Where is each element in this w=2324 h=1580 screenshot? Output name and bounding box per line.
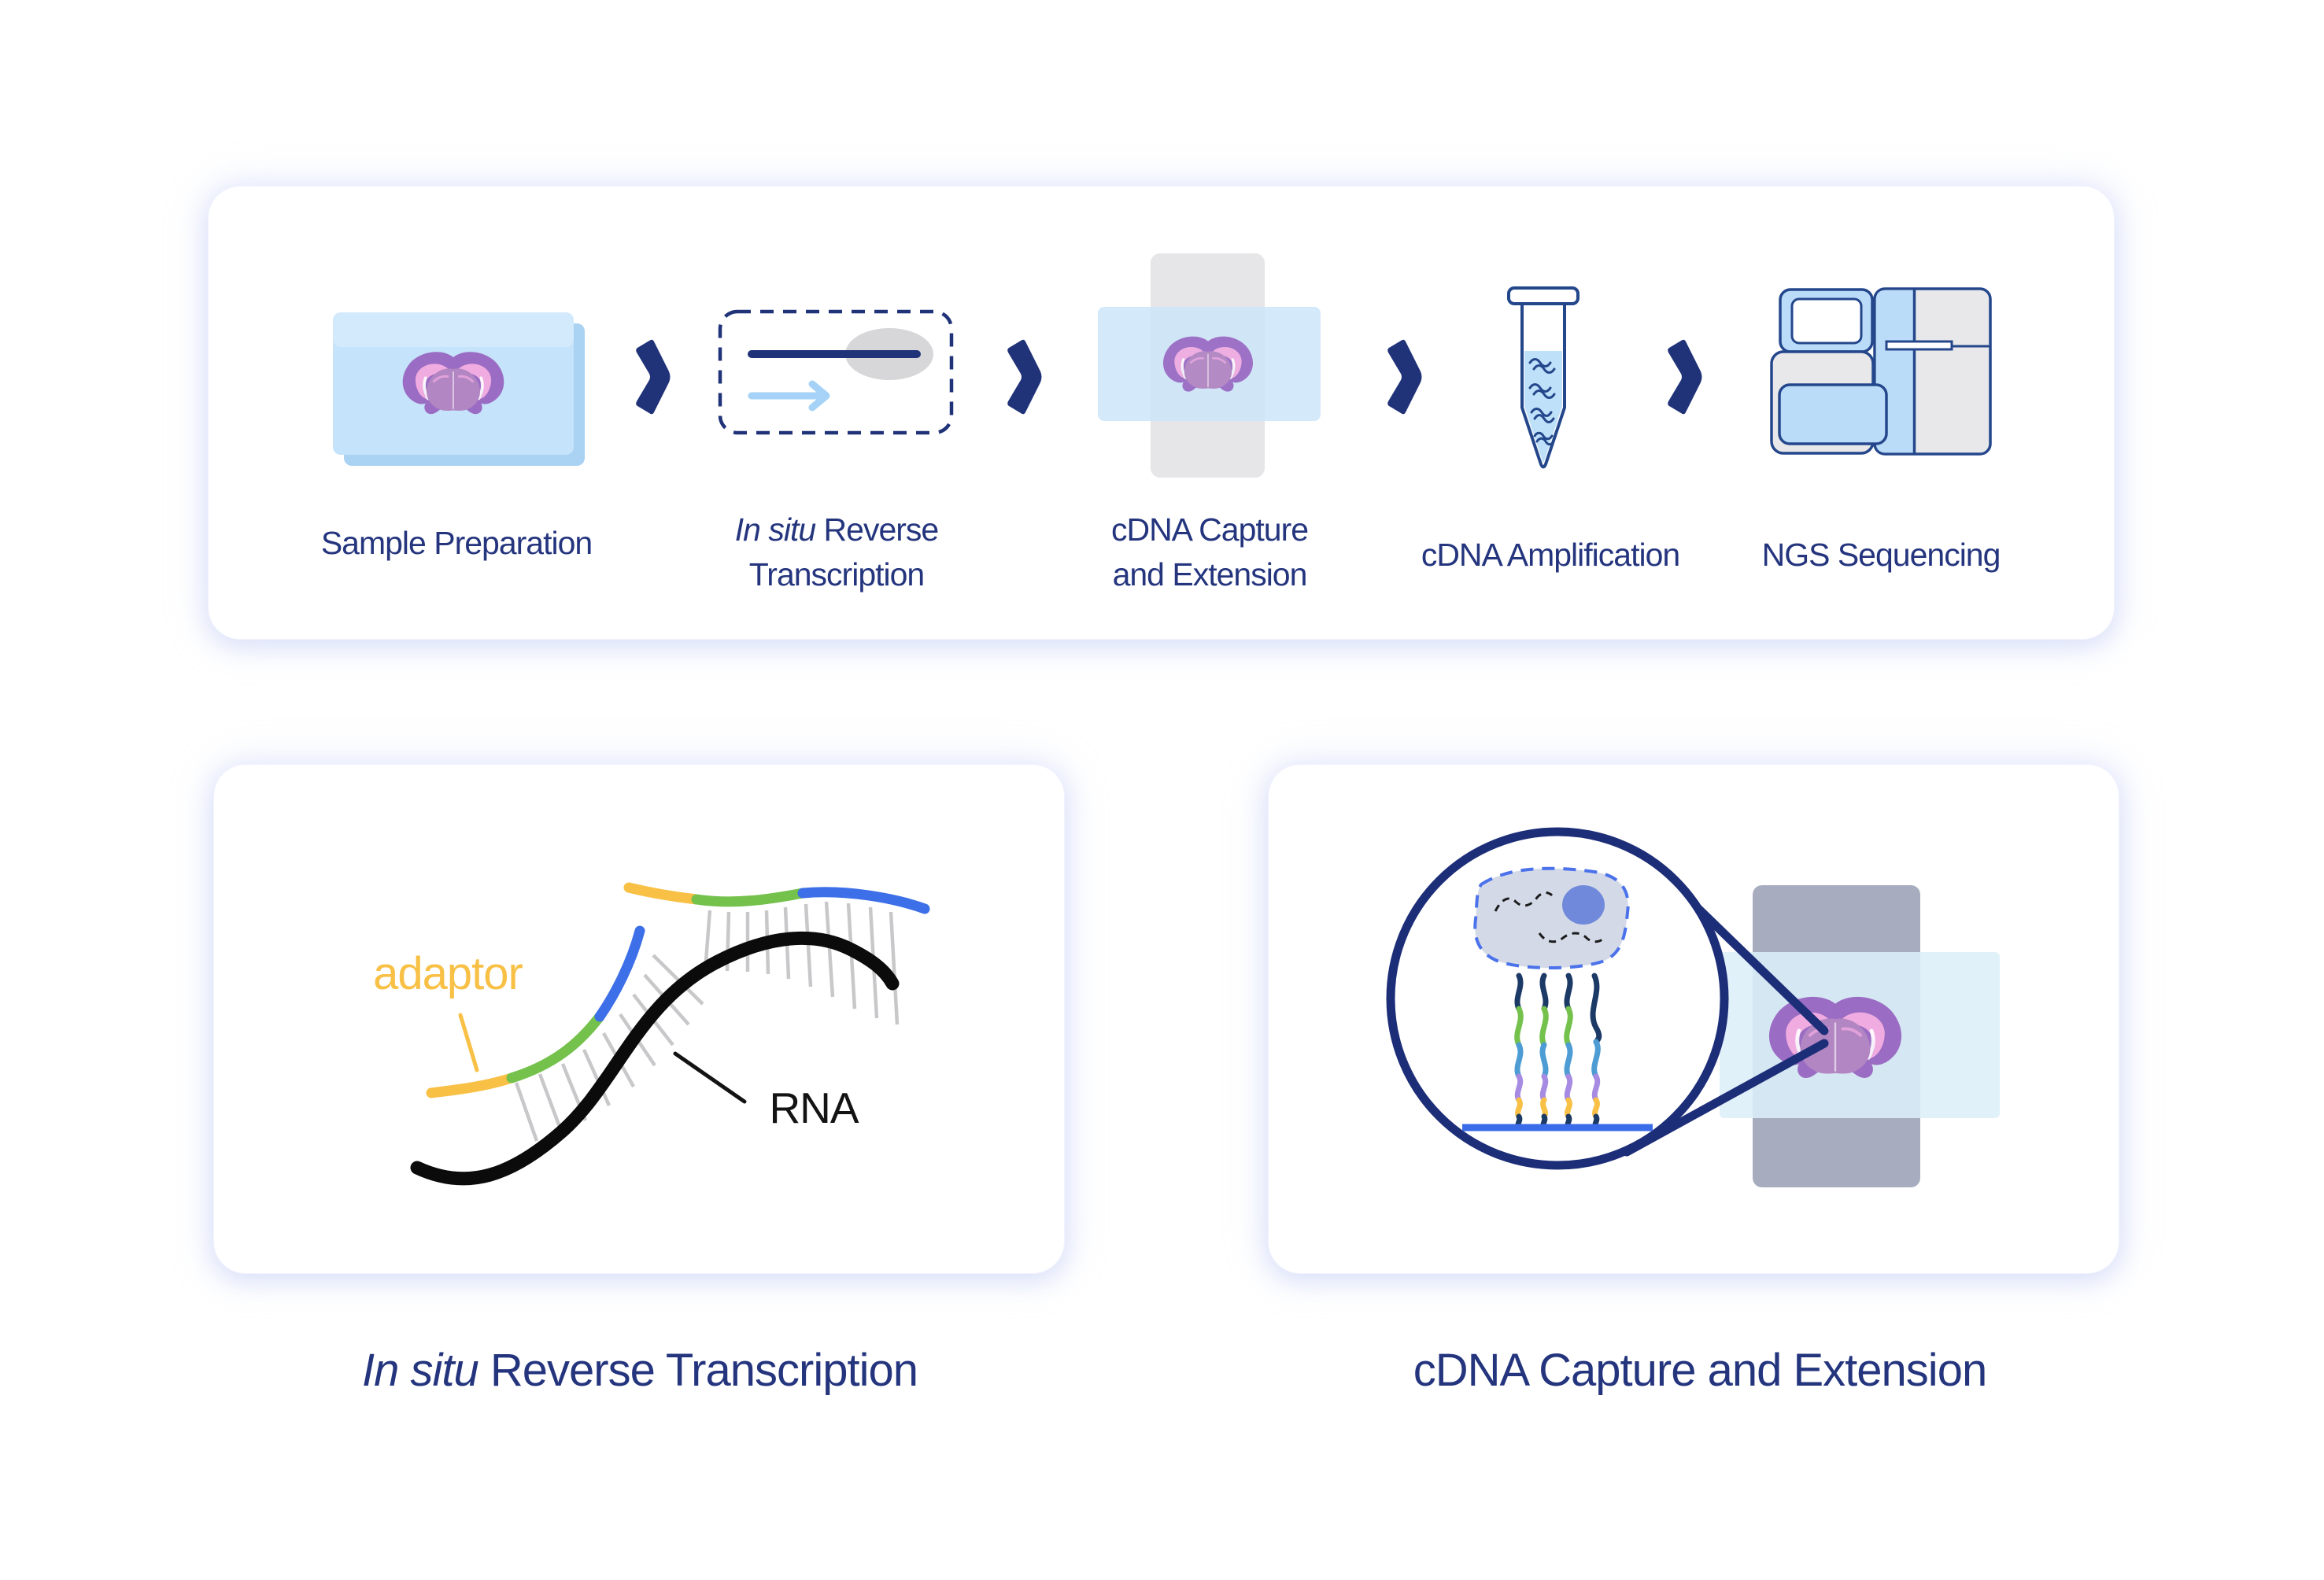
- rt-primer-strand: [623, 882, 930, 914]
- chevron-right-icon: [636, 339, 671, 415]
- step-label-cdna-amplification: cDNA Amplification: [1421, 537, 1680, 573]
- tissue-slide-icon: [333, 312, 585, 466]
- rna-strand: [410, 931, 900, 1186]
- chevron-right-icon: [1007, 339, 1042, 415]
- sequencer-icon: [1770, 287, 1992, 456]
- rna-pointer-line: [673, 1051, 747, 1104]
- rna-squiggle-icon: [1494, 892, 1603, 943]
- extension-arrow-icon: [748, 380, 830, 412]
- tube-icon: [1507, 286, 1580, 469]
- screen-icon: [1790, 297, 1863, 345]
- capture-diagram: [1386, 827, 2000, 1187]
- flow-cell-slot-icon: [1885, 340, 1953, 351]
- capture-panel-title: cDNA Capture and Extension: [1413, 1345, 1987, 1396]
- workflow-panel: Sample Preparation In situ Reverse Trans…: [209, 186, 2114, 639]
- rt-panel-title: In situ Reverse Transcription: [362, 1345, 918, 1396]
- rna-label: RNA: [769, 1083, 859, 1132]
- chevron-right-icon: [1387, 339, 1422, 415]
- rt-detail-panel: adaptor RNA: [214, 765, 1064, 1273]
- nucleus-icon: [1562, 885, 1605, 925]
- rt-primer-strand: [426, 925, 645, 1098]
- adaptor-pointer-line: [458, 1013, 479, 1072]
- tissue-capture-slide-icon: [1098, 253, 1321, 478]
- adaptor-segment: [623, 882, 702, 905]
- capture-probes: [1514, 973, 1602, 1129]
- capture-detail-panel: [1269, 765, 2119, 1273]
- adaptor-segment: [426, 1072, 517, 1098]
- cell-icon: [1473, 866, 1630, 969]
- step-label-cdna-capture: cDNA Capture and Extension: [1110, 511, 1309, 592]
- adaptor-label: adaptor: [373, 948, 523, 999]
- cdna-squiggles-icon: [1528, 358, 1556, 446]
- step-label-ngs-sequencing: NGS Sequencing: [1761, 537, 2001, 573]
- chevron-right-icon: [1668, 339, 1702, 415]
- drawer-icon: [1778, 383, 1888, 445]
- rt-diagram: adaptor RNA: [373, 882, 930, 1186]
- rt-primer-icon: [718, 309, 954, 435]
- magnifier-circle: [1386, 827, 1729, 1170]
- step-label-in-situ-rt: In situ Reverse Transcription: [734, 511, 939, 592]
- step-label-sample-preparation: Sample Preparation: [320, 525, 593, 561]
